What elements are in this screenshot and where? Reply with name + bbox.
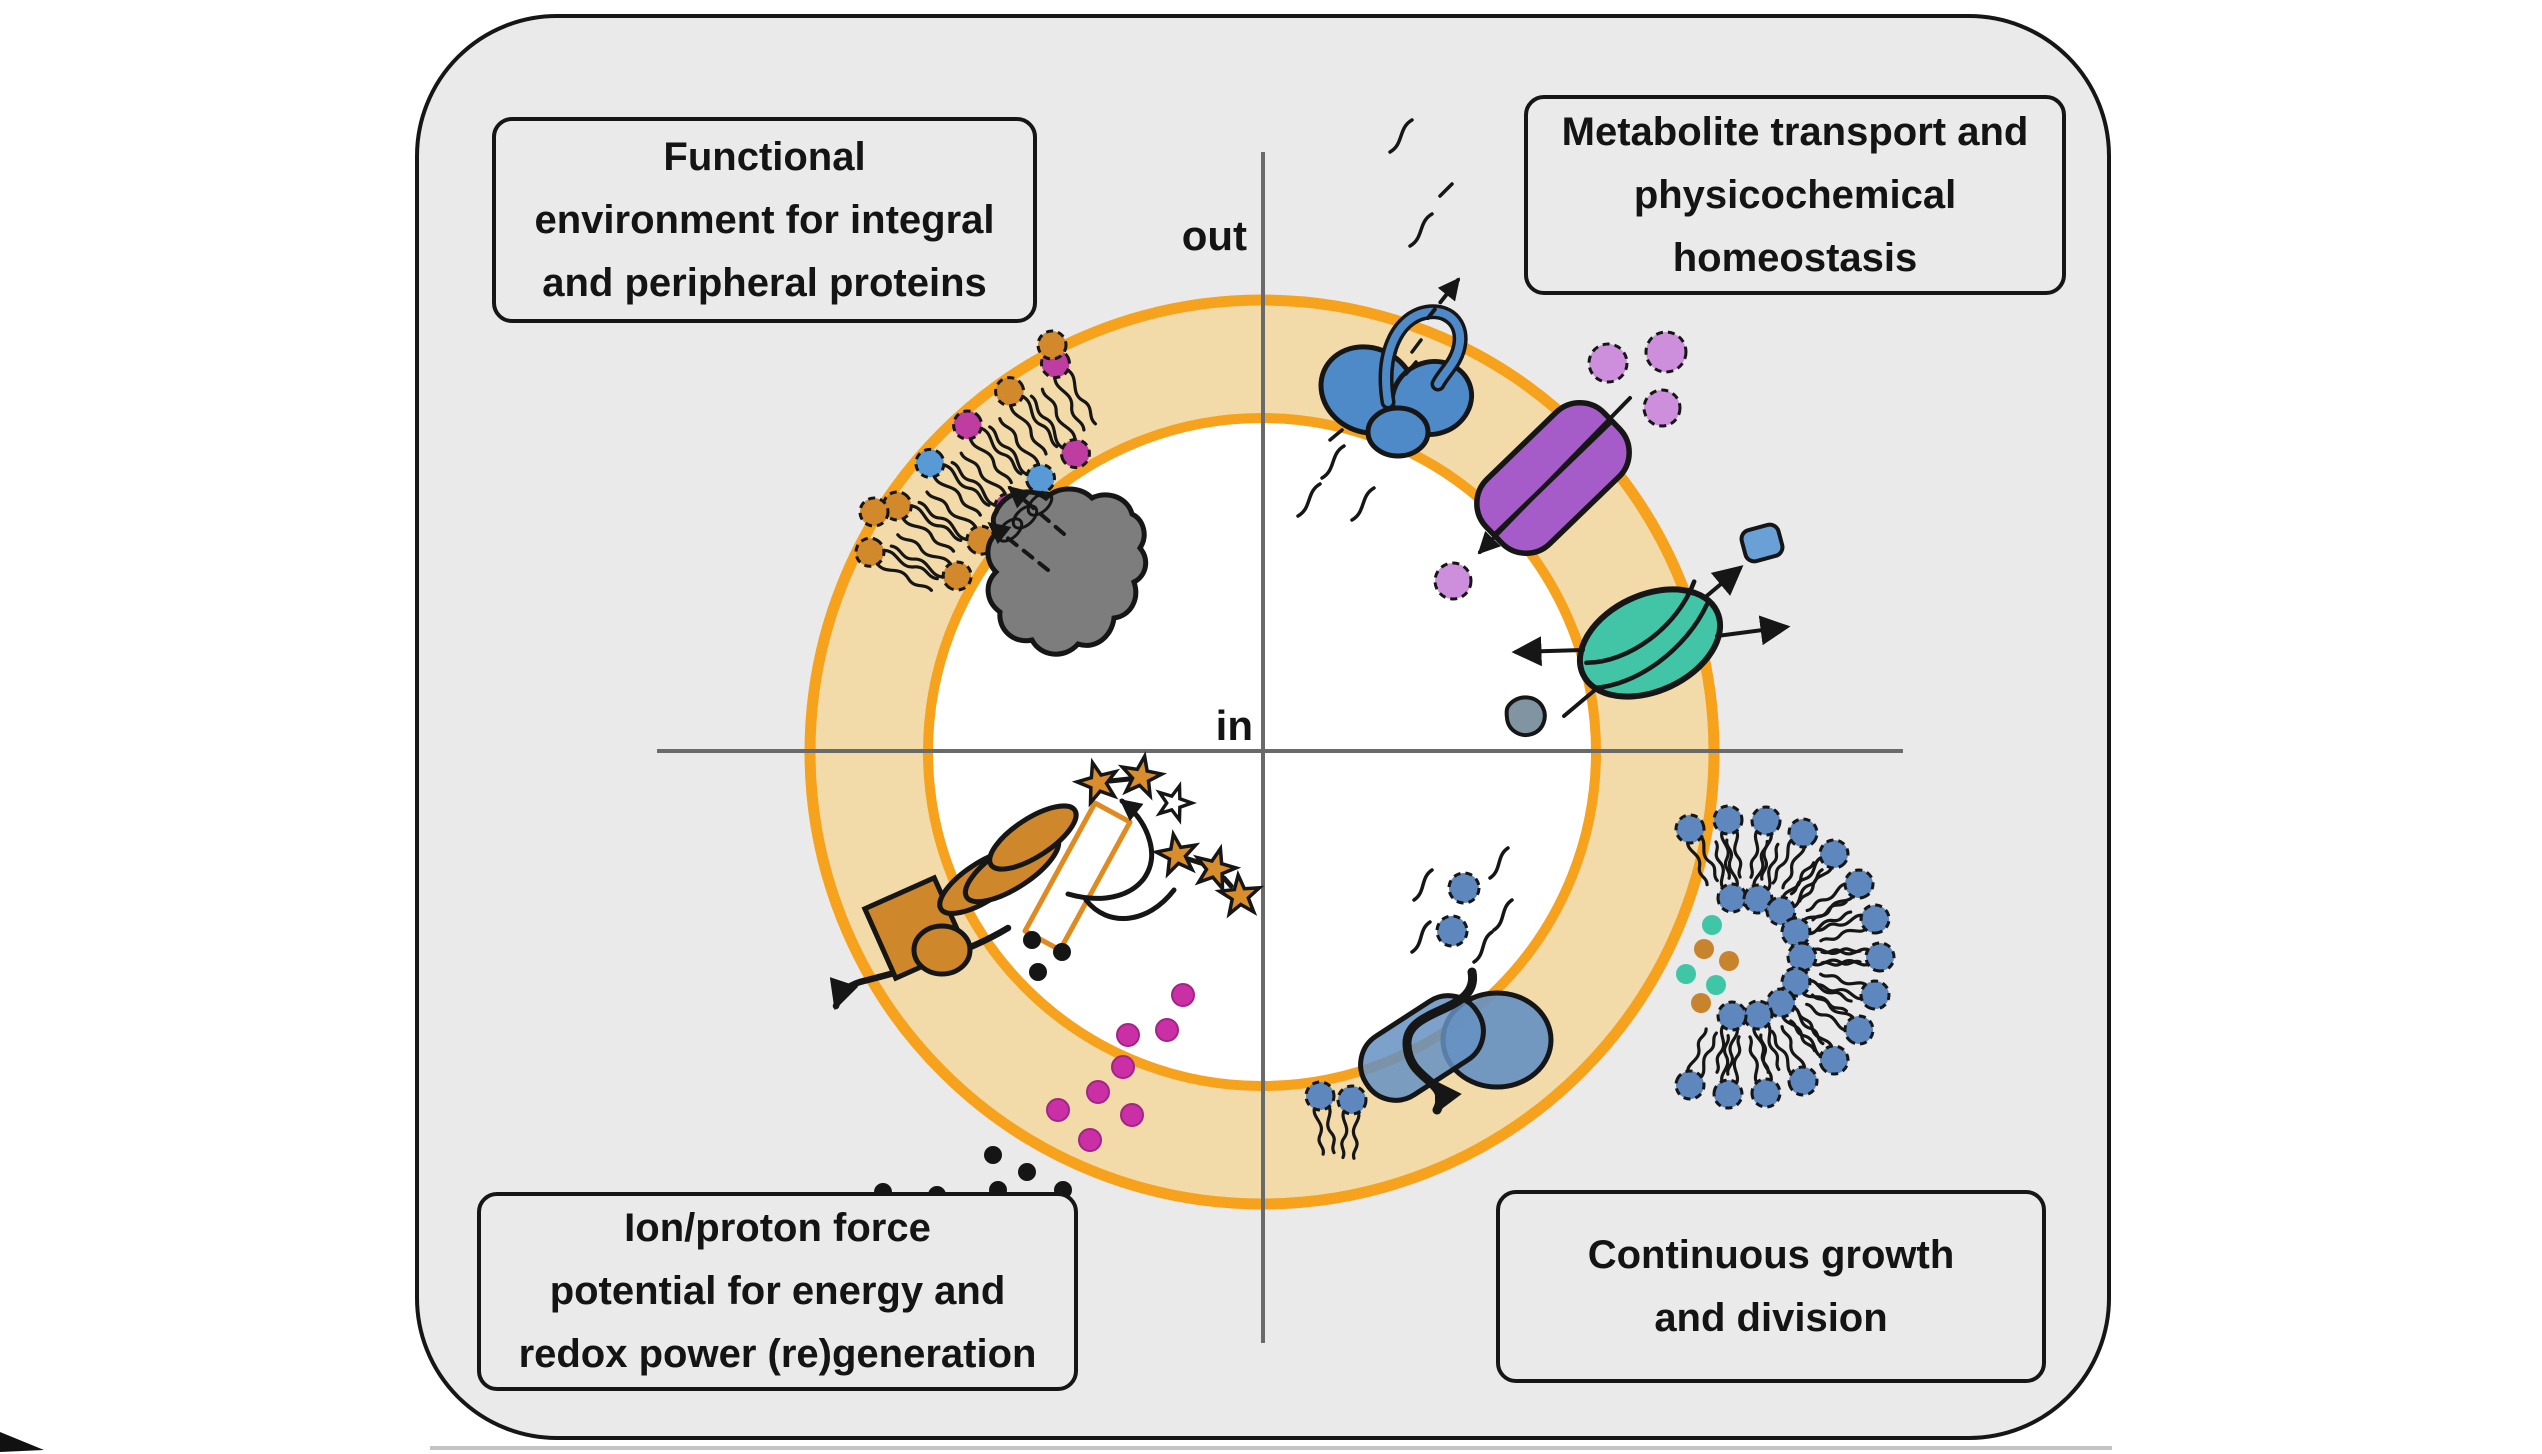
precursor-dot-orange: [1719, 951, 1739, 971]
ion-dot: [1155, 1018, 1179, 1042]
acyl-tail-squiggle: [1412, 868, 1434, 902]
metabolite-square-blue: [1739, 522, 1785, 564]
acyl-tail-squiggle: [1410, 920, 1432, 954]
secretion-arrow: [1426, 277, 1461, 320]
ion-dot: [1171, 983, 1195, 1007]
proton-dot: [1053, 943, 1071, 961]
function-box-line: Ion/proton force: [624, 1206, 931, 1250]
peptide-tick: [1328, 428, 1344, 442]
peripheral-protein-gray: [985, 485, 1149, 657]
function-box-line: redox power (re)generation: [518, 1332, 1037, 1376]
function-box-line: homeostasis: [1672, 235, 1918, 280]
peptide-tick: [1404, 360, 1418, 376]
lipid-head: [1036, 329, 1068, 361]
metabolite-circle: [1587, 342, 1629, 384]
unfolded-peptide-squiggle: [1320, 444, 1346, 480]
transporter-helix-line: [1591, 602, 1710, 691]
function-box-top-right: Metabolite transport and physicochemical…: [1524, 95, 2066, 295]
function-box-line: and peripheral proteins: [542, 260, 987, 305]
protein-lobe: [1365, 405, 1431, 459]
acyl-tail-squiggle: [1488, 846, 1510, 880]
star-link: [1107, 776, 1132, 784]
membrane-insertion-arrow: [1007, 485, 1066, 536]
cursor-artifact: [0, 1432, 44, 1452]
function-box-line: and division: [1654, 1295, 1888, 1340]
acyl-tail-squiggle: [1472, 930, 1494, 964]
unfolded-peptide-squiggle: [1388, 118, 1414, 154]
proton-dot: [984, 1146, 1002, 1164]
secretion-protein-blue: [1296, 118, 1475, 522]
protein-gray-blob: [985, 486, 1149, 657]
membrane-insertion-arrow: [987, 521, 1050, 572]
atp-swoosh-arc: [1083, 887, 1177, 922]
function-box-bottom-right: Continuous growth and division: [1496, 1190, 2046, 1383]
export-arrow: [1715, 615, 1791, 646]
peptide-tick: [1438, 182, 1454, 198]
function-box-line: Metabolite transport and: [1561, 109, 2029, 154]
function-box-line: Continuous growth: [1587, 1232, 1955, 1277]
peptide-tick: [1410, 338, 1423, 354]
import-arrow: [1477, 396, 1632, 555]
metabolite-circle: [1642, 388, 1682, 428]
membrane-growth-crescent: [1670, 803, 1896, 1111]
new-lipid-head: [1435, 914, 1469, 948]
precursor-dots: [1676, 915, 1739, 1013]
precursor-dot-orange: [1691, 993, 1711, 1013]
transporter-teal: [1504, 522, 1791, 737]
metabolite-circle: [1644, 330, 1688, 374]
precursor-dot-teal: [1706, 975, 1726, 995]
head-lobe: [987, 803, 1079, 872]
atp-synthase-head: [937, 803, 1079, 916]
precursor-dot-teal: [1676, 964, 1696, 984]
translocation-loop-fill: [1382, 307, 1465, 406]
lipid-head: [858, 496, 890, 528]
lipid-flipping-arrow: [1402, 967, 1477, 1115]
substrate-wedge: [1504, 695, 1547, 737]
proton-dot: [1029, 963, 1047, 981]
atp-stars: [1071, 751, 1264, 917]
function-box-top-left: Functional environment for integral and …: [492, 117, 1037, 323]
unfolded-peptide-squiggle: [1350, 486, 1376, 522]
precursor-dot-orange: [1694, 939, 1714, 959]
transporter-helix-line: [1584, 579, 1697, 665]
lipid-synthesis-proteins: [1302, 846, 1554, 1161]
atp-release-arrow: [1065, 798, 1155, 901]
function-box-line: environment for integral: [534, 197, 995, 242]
flippase-blob: [1358, 993, 1486, 1103]
ion-dot: [1111, 1055, 1135, 1079]
unfolded-peptide-squiggle: [1296, 482, 1322, 518]
metabolite-circle: [1433, 561, 1473, 601]
function-box-line: Functional: [663, 134, 866, 179]
in-label: in: [1215, 702, 1253, 749]
transporter-teal-body: [1576, 586, 1724, 700]
proton-dot: [1023, 931, 1041, 949]
atp-synthase-bump: [911, 923, 973, 977]
ion-dot: [1078, 1128, 1102, 1152]
function-box-bottom-left: Ion/proton force potential for energy an…: [477, 1192, 1078, 1391]
proton-dot: [1018, 1163, 1036, 1181]
precursor-dot-teal: [1702, 915, 1722, 935]
function-box-line: potential for energy and: [549, 1269, 1006, 1313]
new-lipid-head: [1447, 871, 1481, 905]
unfolded-peptide-squiggle: [1408, 212, 1434, 248]
transporter-purple: [1433, 330, 1688, 601]
ion-dot: [1120, 1103, 1144, 1127]
acyl-tail-squiggle: [1492, 898, 1514, 932]
ion-dot: [1116, 1023, 1140, 1047]
ion-dot: [1086, 1080, 1110, 1104]
out-label: out: [1181, 212, 1247, 259]
ion-dot: [1046, 1098, 1070, 1122]
import-arrow: [1511, 636, 1585, 667]
function-box-line: physicochemical: [1633, 172, 1957, 217]
lipid-bilayer-patch: [849, 329, 1104, 600]
star-link: [1221, 875, 1234, 889]
